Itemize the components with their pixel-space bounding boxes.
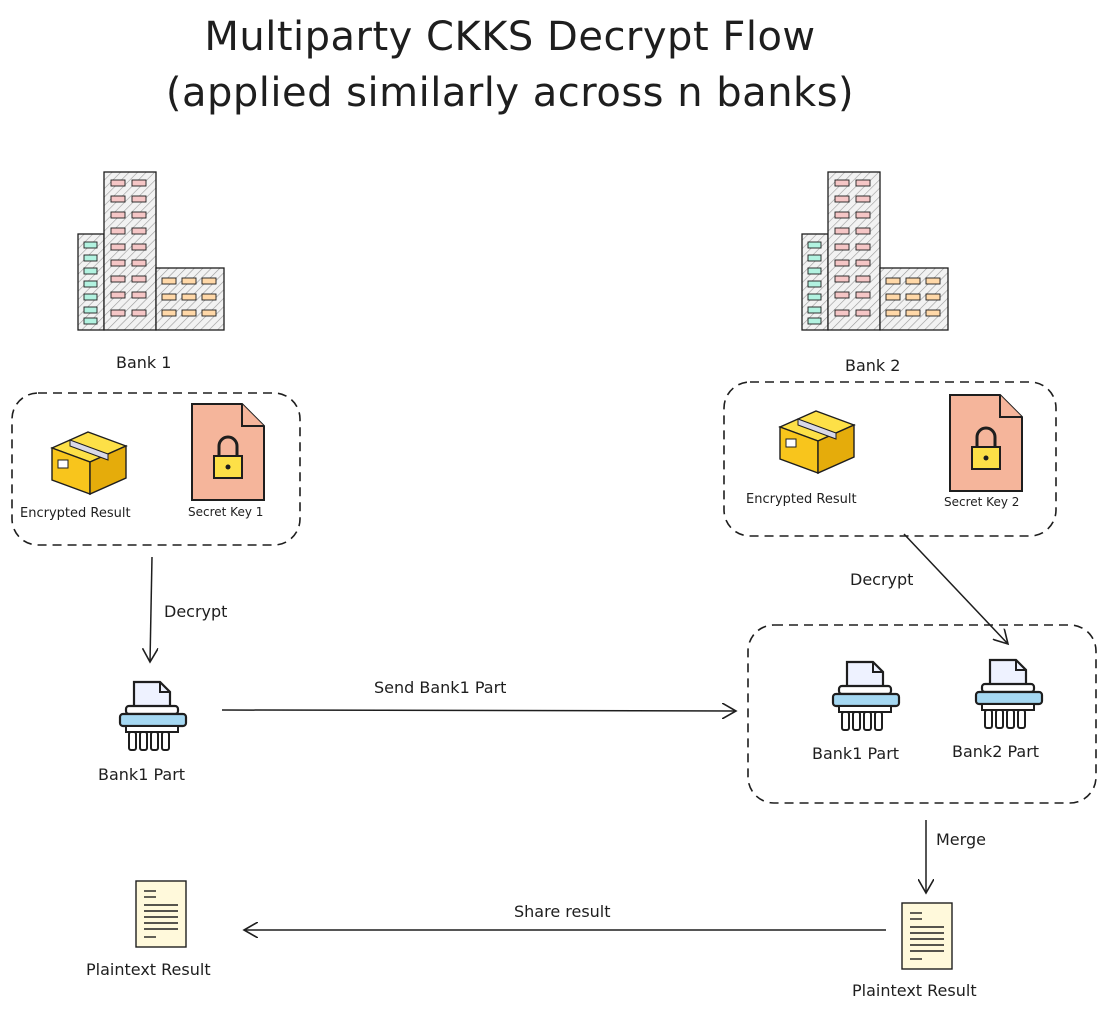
decrypt-label-bank2: Decrypt	[850, 570, 914, 589]
bank1-secret-key-icon	[190, 402, 266, 502]
bank2-plaintext-doc-icon	[901, 902, 953, 970]
bank2-encrypted-package-icon	[779, 410, 855, 474]
bank2-group-bank1-part-shredder-icon	[831, 660, 901, 732]
bank2-building-icon	[801, 171, 949, 331]
merge-label: Merge	[936, 830, 986, 849]
diagram-title-line1: Multiparty CKKS Decrypt Flow	[204, 14, 816, 60]
bank1-part-label: Bank1 Part	[98, 765, 186, 784]
decrypt-arrow-bank1	[150, 556, 152, 662]
decrypt-label-bank1: Decrypt	[164, 602, 228, 621]
bank1-part-shredder-icon	[118, 680, 188, 752]
bank1-encrypted-package-icon	[51, 431, 127, 495]
bank1-name-label: Bank 1	[116, 353, 172, 372]
bank2-encrypted-label: Encrypted Result	[746, 492, 857, 507]
bank2-key-label: Secret Key 2	[944, 495, 1020, 509]
bank1-plaintext-label: Plaintext Result	[86, 960, 211, 979]
bank1-encrypted-label: Encrypted Result	[20, 506, 131, 521]
bank1-key-label: Secret Key 1	[188, 505, 264, 519]
bank2-name-label: Bank 2	[845, 356, 901, 375]
bank2-parts-group	[747, 624, 1097, 804]
bank2-plaintext-label: Plaintext Result	[852, 981, 977, 1000]
bank1-plaintext-doc-icon	[135, 880, 187, 948]
diagram-title-line2: (applied similarly across n banks)	[165, 70, 855, 116]
bank2-group-bank1-part-label: Bank1 Part	[812, 744, 900, 763]
bank2-group-bank2-part-shredder-icon	[974, 658, 1044, 730]
share-result-label: Share result	[514, 902, 611, 921]
bank2-secret-key-icon	[948, 393, 1024, 493]
bank2-key-group	[723, 381, 1057, 537]
send-part-arrow	[221, 710, 736, 711]
bank2-group-bank2-part-label: Bank2 Part	[952, 742, 1040, 761]
decrypt-arrow-bank2	[903, 533, 1008, 644]
bank1-key-group	[11, 392, 301, 546]
bank1-building-icon	[77, 171, 225, 331]
send-part-label: Send Bank1 Part	[374, 678, 507, 697]
